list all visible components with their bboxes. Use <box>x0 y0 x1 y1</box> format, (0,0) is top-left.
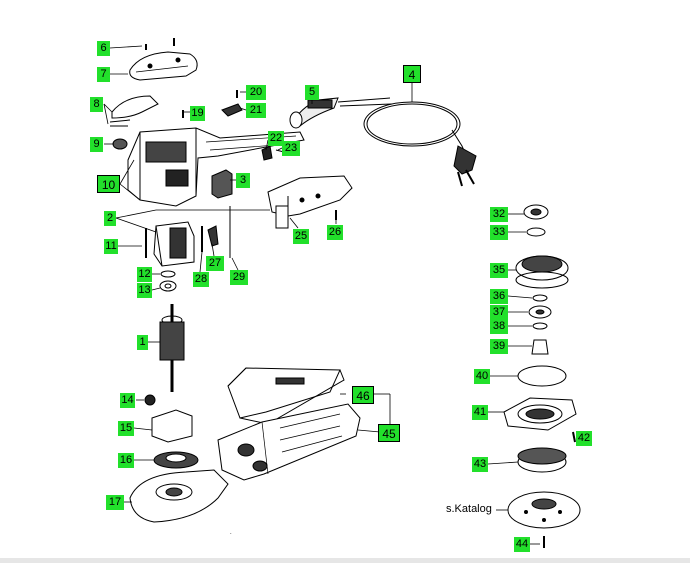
part-label-17: 17 <box>106 495 124 510</box>
part-label-28: 28 <box>193 272 209 287</box>
part-label-9: 9 <box>90 137 103 152</box>
top-cover-part <box>129 51 198 81</box>
part-label-38: 38 <box>490 319 508 334</box>
catalog-note: s.Katalog <box>446 503 492 515</box>
sanding-pad-part <box>507 491 581 529</box>
armature-part <box>159 304 185 392</box>
power-cable-part <box>337 97 477 187</box>
bottom-edge-strip <box>0 558 690 563</box>
part-label-22: 22 <box>268 131 284 146</box>
part-label-13: 13 <box>137 283 152 298</box>
part-label-32: 32 <box>490 207 508 222</box>
svg-text:.: . <box>230 530 232 536</box>
part-label-44: 44 <box>514 537 530 552</box>
part-label-41: 41 <box>472 405 488 420</box>
stator-part <box>153 221 195 267</box>
part-label-27: 27 <box>206 256 224 271</box>
part-label-36: 36 <box>490 289 508 304</box>
part-label-45: 45 <box>378 424 400 442</box>
part-label-1: 1 <box>137 335 148 350</box>
part-label-46: 46 <box>352 386 374 404</box>
part-label-5: 5 <box>305 85 319 100</box>
part-label-43: 43 <box>472 457 488 472</box>
part-label-12: 12 <box>137 267 152 282</box>
part-label-7: 7 <box>97 67 110 82</box>
packaging-box-part <box>227 367 345 425</box>
part-label-6: 6 <box>97 41 110 56</box>
base-plate-part <box>129 469 229 523</box>
part-label-14: 14 <box>120 393 135 408</box>
part-label-2: 2 <box>104 211 116 226</box>
part-label-11: 11 <box>104 239 118 254</box>
part-label-21: 21 <box>246 103 266 118</box>
part-label-20: 20 <box>246 85 266 100</box>
part-label-29: 29 <box>230 270 248 285</box>
part-label-42: 42 <box>576 431 592 446</box>
leader-lines <box>103 45 540 545</box>
part-label-25: 25 <box>293 229 309 244</box>
part-label-10: 10 <box>97 175 120 193</box>
part-label-16: 16 <box>118 453 134 468</box>
part-label-37: 37 <box>490 305 508 320</box>
part-label-8: 8 <box>90 97 103 112</box>
part-label-39: 39 <box>490 339 508 354</box>
eccentric-fan-part <box>515 255 569 289</box>
carrying-case-part <box>217 403 361 481</box>
part-label-35: 35 <box>490 263 508 278</box>
flange-part <box>503 397 577 431</box>
part-label-23: 23 <box>282 141 300 156</box>
part-label-40: 40 <box>474 369 490 384</box>
motor-housing-part <box>127 127 305 207</box>
part-label-3: 3 <box>236 173 250 188</box>
part-label-15: 15 <box>118 421 134 436</box>
part-label-33: 33 <box>490 225 508 240</box>
part-label-4: 4 <box>403 65 421 83</box>
part-label-19: 19 <box>190 106 205 121</box>
part-label-26: 26 <box>327 225 343 240</box>
